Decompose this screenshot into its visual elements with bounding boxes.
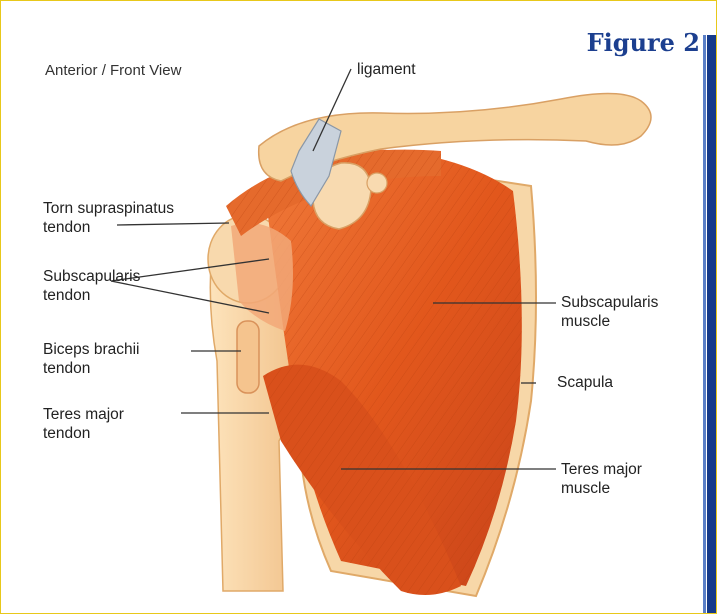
label-subscapularis-tendon: Subscapularis tendon: [43, 267, 140, 305]
label-ligament: ligament: [357, 60, 416, 79]
label-scapula: Scapula: [557, 373, 613, 392]
label-subscapularis-muscle-line1: Subscapularis: [561, 293, 658, 312]
label-subscapularis-tendon-line2: tendon: [43, 286, 140, 305]
label-torn-supraspinatus-line1: Torn supraspinatus: [43, 199, 174, 218]
label-biceps-line1: Biceps brachii: [43, 340, 140, 359]
sidebar-bar: [707, 35, 716, 613]
biceps-brachii-tendon: [237, 321, 259, 393]
label-teres-major-muscle: Teres major muscle: [561, 460, 642, 498]
label-subscapularis-muscle: Subscapularis muscle: [561, 293, 658, 331]
label-teres-muscle-line1: Teres major: [561, 460, 642, 479]
label-teres-tendon-line2: tendon: [43, 424, 124, 443]
label-teres-major-tendon: Teres major tendon: [43, 405, 124, 443]
view-label: Anterior / Front View: [45, 61, 181, 80]
label-torn-supraspinatus-line2: tendon: [43, 218, 174, 237]
label-torn-supraspinatus: Torn supraspinatus tendon: [43, 199, 174, 237]
label-biceps-brachii-tendon: Biceps brachii tendon: [43, 340, 140, 378]
label-teres-muscle-line2: muscle: [561, 479, 642, 498]
figure-title: Figure 2: [587, 28, 700, 57]
sidebar-accent: [703, 35, 706, 613]
label-teres-tendon-line1: Teres major: [43, 405, 124, 424]
label-subscapularis-muscle-line2: muscle: [561, 312, 658, 331]
label-biceps-line2: tendon: [43, 359, 140, 378]
label-subscapularis-tendon-line1: Subscapularis: [43, 267, 140, 286]
